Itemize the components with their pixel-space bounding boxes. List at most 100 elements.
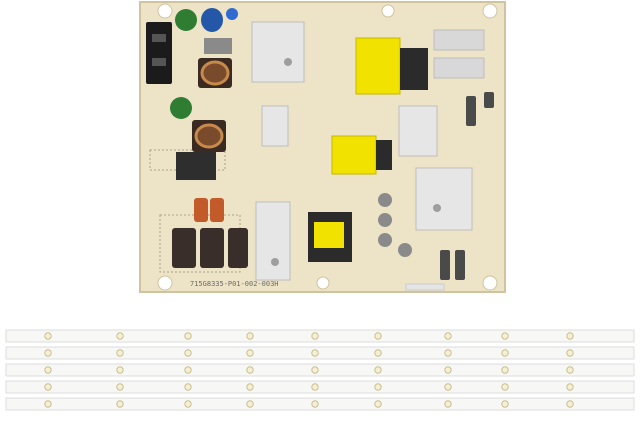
board-label: 715G8335-P01-002-003H (190, 280, 279, 288)
led-chip (501, 383, 509, 391)
led-chip (44, 366, 52, 374)
led-chip (501, 349, 509, 357)
mounting-hole (482, 275, 498, 291)
led-chip (444, 366, 452, 374)
heatsink (398, 105, 438, 157)
barcode-sticker (405, 283, 445, 291)
led-chip (566, 332, 574, 340)
led-chip (44, 400, 52, 408)
small-capacitor (455, 250, 465, 280)
heatsink (261, 105, 289, 147)
mounting-hole (157, 3, 173, 19)
led-strips (5, 329, 635, 411)
ac-input-connector (146, 22, 172, 84)
heatsink (255, 201, 291, 281)
led-strip (5, 380, 635, 394)
led-chip (116, 349, 124, 357)
heatsink-screw (271, 258, 279, 266)
led-chip (44, 383, 52, 391)
small-capacitor (398, 243, 412, 257)
led-chip (44, 332, 52, 340)
led-chip (501, 332, 509, 340)
led-chip (116, 400, 124, 408)
led-chip (44, 349, 52, 357)
power-supply-board: 715G8335-P01-002-003H (139, 1, 506, 293)
relay-component (176, 152, 216, 180)
standby-transformer (331, 135, 377, 175)
small-capacitor (378, 213, 392, 227)
connector-slot (152, 58, 166, 66)
led-chip (116, 383, 124, 391)
led-chip (566, 366, 574, 374)
led-chip (184, 383, 192, 391)
filter-box (204, 38, 232, 54)
led-chip (311, 366, 319, 374)
led-chip (374, 332, 382, 340)
electrolytic-capacitor (228, 228, 248, 268)
mounting-hole (316, 276, 330, 290)
led-chip (374, 349, 382, 357)
led-chip (184, 366, 192, 374)
green-capacitor (175, 9, 197, 31)
led-chip (246, 332, 254, 340)
led-chip (501, 366, 509, 374)
blue-disc-capacitor (226, 8, 238, 20)
led-chip (311, 332, 319, 340)
connector-slot (152, 34, 166, 42)
led-chip (566, 349, 574, 357)
led-chip (246, 366, 254, 374)
orange-capacitor (194, 198, 208, 222)
led-chip (566, 400, 574, 408)
orange-capacitor (210, 198, 224, 222)
led-chip (246, 383, 254, 391)
led-chip (311, 383, 319, 391)
led-chip (184, 349, 192, 357)
small-capacitor (378, 233, 392, 247)
choke-core (194, 123, 224, 149)
small-capacitor (440, 250, 450, 280)
main-transformer (355, 37, 401, 95)
small-capacitor (484, 92, 494, 108)
led-chip (444, 332, 452, 340)
electrolytic-capacitor (172, 228, 196, 268)
led-chip (444, 400, 452, 408)
led-chip (444, 383, 452, 391)
heatsink-fins (433, 29, 485, 51)
heatsink-screw (284, 58, 292, 66)
led-chip (311, 400, 319, 408)
led-strip (5, 363, 635, 377)
led-chip (566, 383, 574, 391)
heatsink-screw (433, 204, 441, 212)
led-chip (501, 400, 509, 408)
led-chip (184, 332, 192, 340)
led-chip (444, 349, 452, 357)
green-capacitor (170, 97, 192, 119)
led-strip (5, 346, 635, 360)
small-capacitor (378, 193, 392, 207)
mounting-hole (157, 275, 173, 291)
led-strip (5, 397, 635, 411)
led-chip (116, 332, 124, 340)
transformer-core (400, 48, 428, 90)
led-chip (246, 349, 254, 357)
mounting-hole (482, 3, 498, 19)
transformer-winding (314, 222, 344, 248)
heatsink (251, 21, 305, 83)
heatsink-fins (433, 57, 485, 79)
led-chip (374, 366, 382, 374)
led-chip (311, 349, 319, 357)
led-chip (184, 400, 192, 408)
electrolytic-capacitor (200, 228, 224, 268)
heatsink (415, 167, 473, 231)
mounting-hole (381, 4, 395, 18)
led-chip (246, 400, 254, 408)
choke-core (200, 60, 230, 86)
blue-capacitor (201, 8, 223, 32)
led-strip (5, 329, 635, 343)
led-chip (116, 366, 124, 374)
small-capacitor (466, 96, 476, 126)
led-chip (374, 400, 382, 408)
transformer-core (376, 140, 392, 170)
led-chip (374, 383, 382, 391)
